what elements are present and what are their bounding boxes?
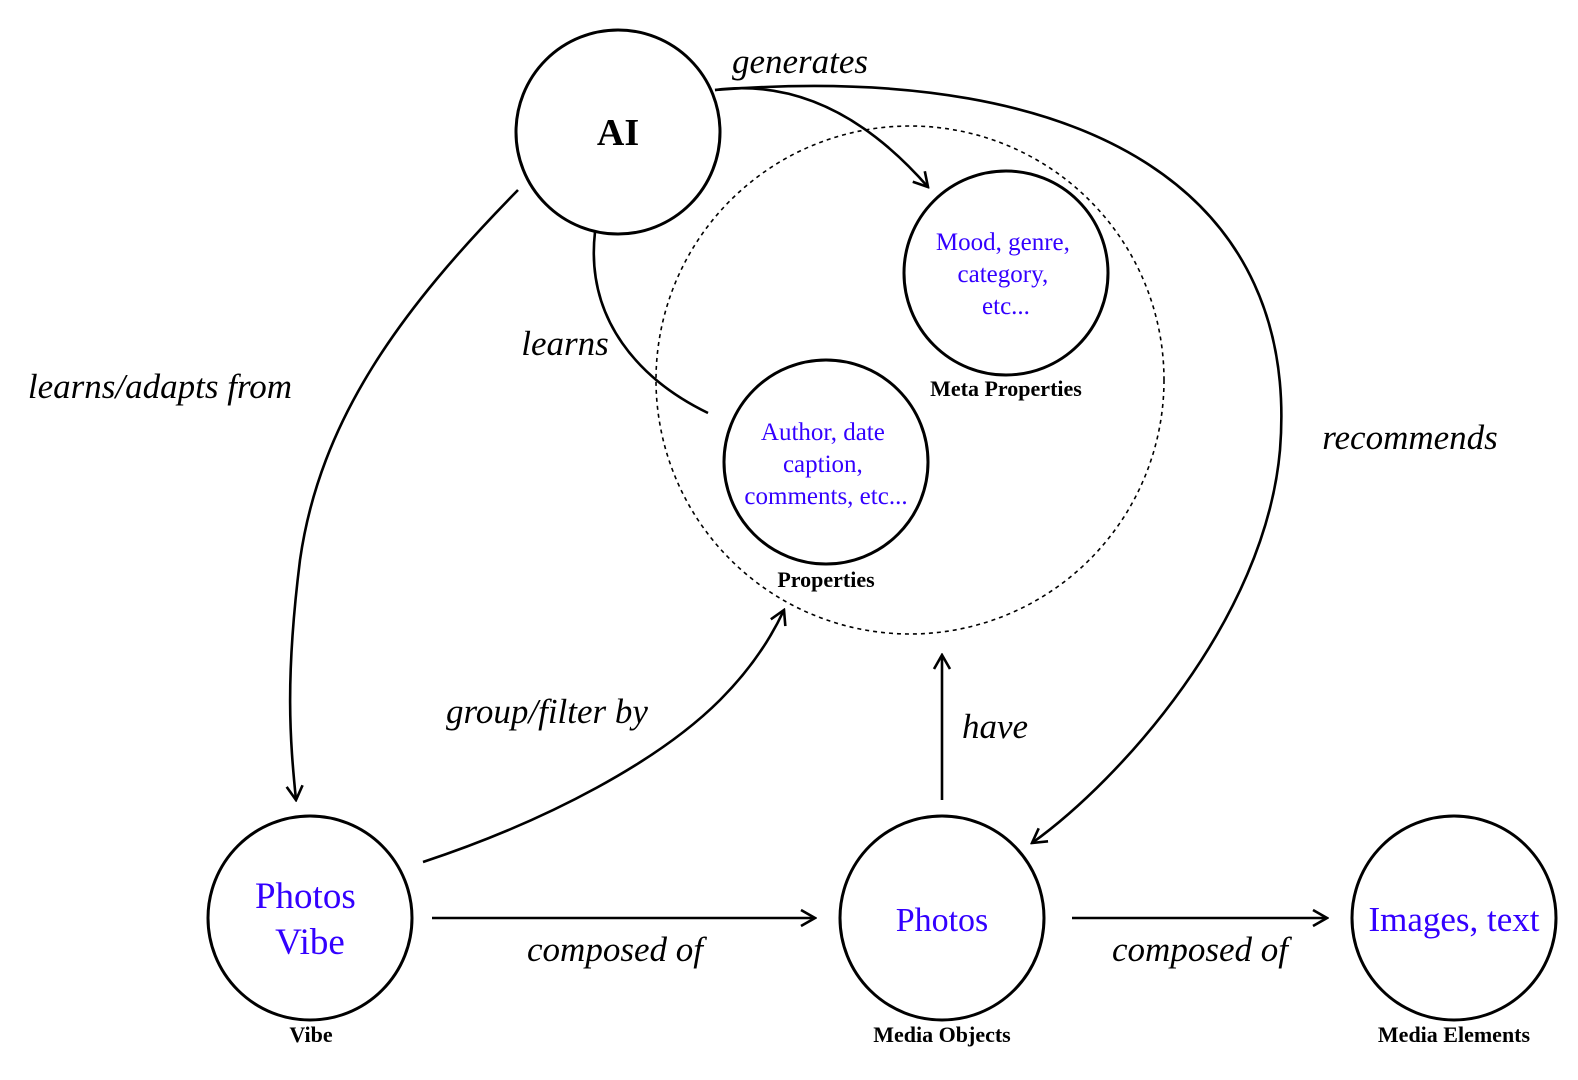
edge-recommends bbox=[714, 84, 1283, 843]
vibe-text: Photos Vibe bbox=[255, 876, 365, 963]
vibe-caption: Vibe bbox=[289, 1022, 332, 1047]
label-recommends: recommends bbox=[1322, 418, 1498, 457]
media-objects-text: Photos bbox=[896, 902, 989, 939]
properties-group-boundary bbox=[655, 125, 1165, 635]
text-line: category, bbox=[958, 261, 1049, 288]
text-line: caption, bbox=[783, 451, 863, 478]
properties-caption: Properties bbox=[777, 567, 875, 592]
edge-group-filter bbox=[422, 610, 784, 864]
label-learns-adapts: learns/adapts from bbox=[28, 367, 292, 406]
meta-properties-caption: Meta Properties bbox=[930, 376, 1082, 401]
media-objects-caption: Media Objects bbox=[873, 1022, 1011, 1047]
node-media-objects bbox=[838, 814, 1046, 1022]
label-composed-of-2: composed of bbox=[1112, 930, 1292, 969]
node-ai bbox=[514, 28, 722, 236]
label-have: have bbox=[962, 707, 1028, 746]
text-line: etc... bbox=[982, 293, 1030, 320]
media-elements-caption: Media Elements bbox=[1378, 1022, 1531, 1047]
node-properties bbox=[722, 358, 930, 566]
media-elements-text: Images, text bbox=[1368, 900, 1539, 939]
label-group-filter: group/filter by bbox=[446, 692, 648, 731]
label-composed-of-1: composed of bbox=[527, 930, 707, 969]
text-line: Vibe bbox=[275, 922, 345, 963]
text-line: Author, date bbox=[761, 419, 885, 446]
node-vibe bbox=[206, 814, 414, 1022]
label-generates: generates bbox=[732, 42, 868, 81]
text-line: Mood, genre, bbox=[936, 229, 1070, 256]
properties-text: Author, date caption, comments, etc... bbox=[744, 419, 907, 510]
node-meta-properties bbox=[902, 169, 1110, 377]
node-media-elements bbox=[1350, 814, 1558, 1022]
text-line: comments, etc... bbox=[744, 483, 907, 510]
label-learns: learns bbox=[521, 324, 609, 363]
text-line: Photos bbox=[255, 876, 356, 917]
edge-generates bbox=[714, 86, 928, 187]
ai-label: AI bbox=[597, 112, 639, 154]
edge-learns bbox=[592, 231, 709, 415]
meta-properties-text: Mood, genre, category, etc... bbox=[936, 229, 1076, 320]
edge-learns-adapts bbox=[290, 189, 519, 800]
